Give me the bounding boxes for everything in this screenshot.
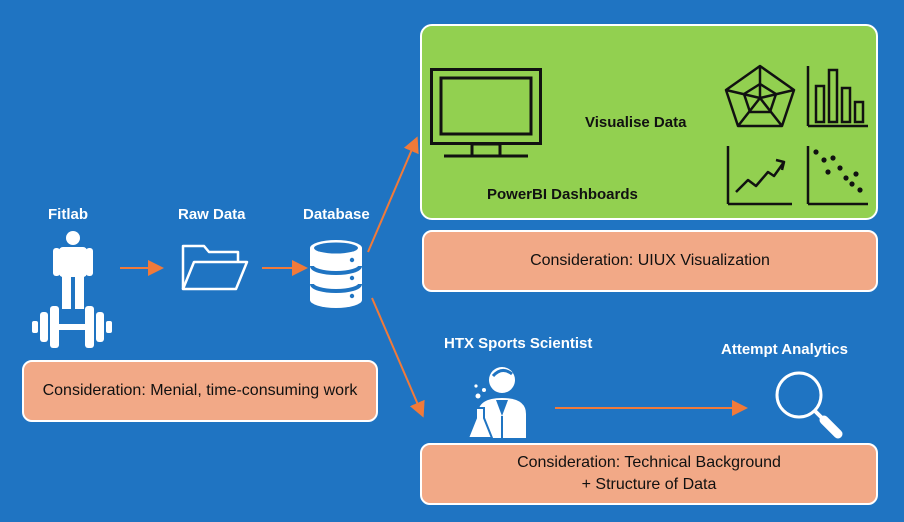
htx-scientist-label: HTX Sports Scientist	[444, 335, 593, 352]
consideration-technical-line2: + Structure of Data	[581, 476, 717, 493]
dumbbell-icon	[32, 306, 112, 348]
radar-chart-icon	[724, 64, 796, 128]
fitlab-label: Fitlab	[48, 206, 88, 223]
line-chart-icon	[726, 146, 792, 206]
magnifier-icon	[775, 371, 843, 439]
consideration-menial-text: Consideration: Menial, time-consuming wo…	[42, 382, 358, 399]
database-label: Database	[303, 206, 370, 223]
powerbi-label: PowerBI Dashboards	[487, 186, 638, 203]
bar-chart-icon	[806, 66, 868, 128]
attempt-analytics-label: Attempt Analytics	[721, 341, 848, 358]
arrow-db-to-scientist	[371, 297, 425, 418]
arrow-db-to-powerbi	[367, 136, 419, 253]
monitor-icon	[430, 68, 542, 158]
database-icon	[310, 240, 362, 308]
scientist-icon	[466, 367, 526, 439]
person-icon	[53, 231, 93, 309]
consideration-uiux-box: Consideration: UIUX Visualization	[422, 230, 878, 292]
powerbi-panel	[420, 24, 878, 220]
consideration-technical-box: Consideration: Technical Background + St…	[420, 443, 878, 505]
folder-icon	[181, 244, 249, 291]
consideration-menial-box: Consideration: Menial, time-consuming wo…	[22, 360, 378, 422]
consideration-technical-line1: Consideration: Technical Background	[517, 454, 781, 471]
scatter-chart-icon	[806, 146, 868, 206]
consideration-uiux-text: Consideration: UIUX Visualization	[530, 252, 770, 269]
raw-data-label: Raw Data	[178, 206, 246, 223]
visualise-data-label: Visualise Data	[585, 114, 687, 131]
